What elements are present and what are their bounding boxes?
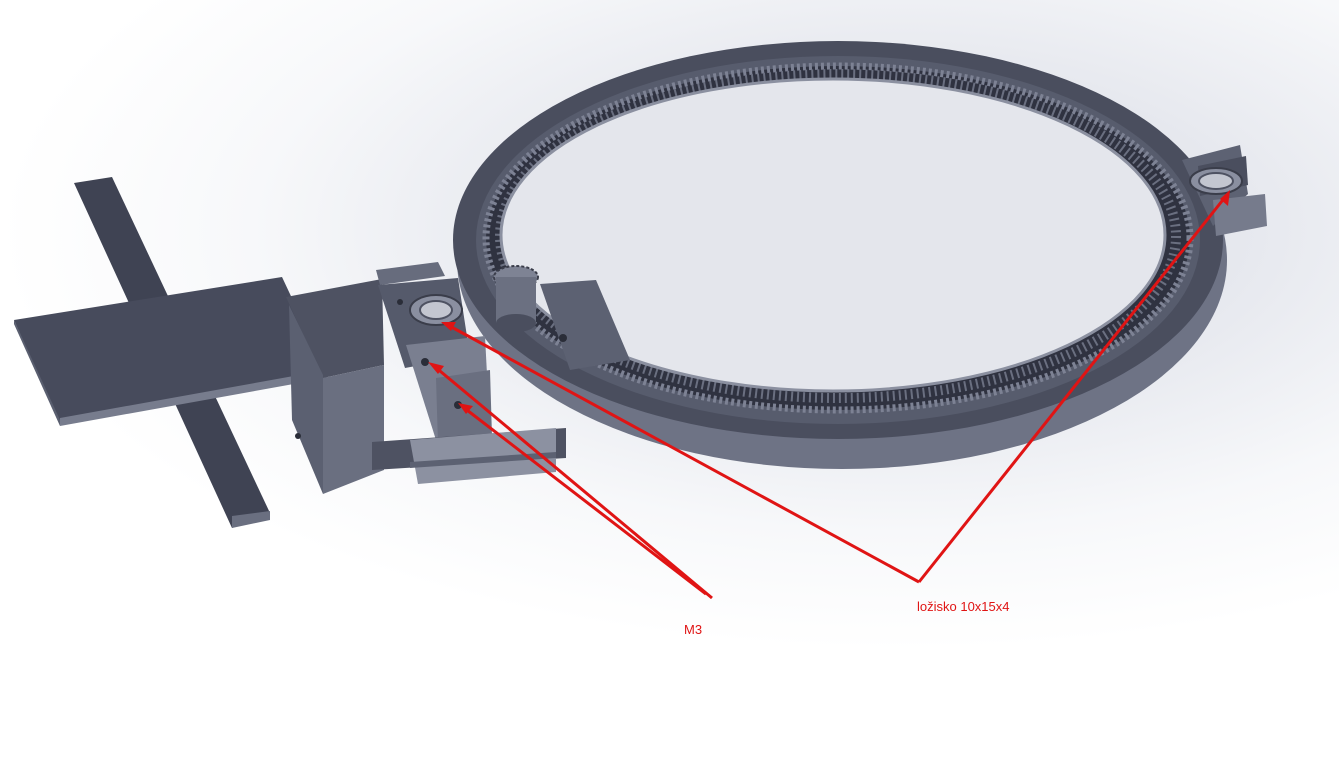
arrowhead-bearing-left	[441, 322, 456, 331]
callout-bearing-label: ložisko 10x15x4	[917, 599, 1010, 614]
arrowhead-m3-upper	[428, 362, 444, 374]
arrowhead-bearing-right	[1220, 190, 1230, 206]
leader-m3-upper	[433, 364, 713, 600]
arrowhead-m3-lower	[458, 403, 473, 414]
arm	[286, 279, 384, 494]
callout-m3-label: M3	[684, 622, 703, 637]
motor-housing	[372, 262, 630, 484]
right-bearing-mount	[1182, 145, 1267, 236]
leader-bearing-right	[917, 195, 1228, 583]
cross-stand	[14, 177, 327, 528]
callout-arrowheads	[428, 190, 1230, 414]
leader-m3-lower	[462, 405, 707, 596]
ring-gear	[453, 41, 1227, 469]
callout-leaders	[433, 195, 1228, 600]
leader-bearing-left	[445, 322, 920, 584]
